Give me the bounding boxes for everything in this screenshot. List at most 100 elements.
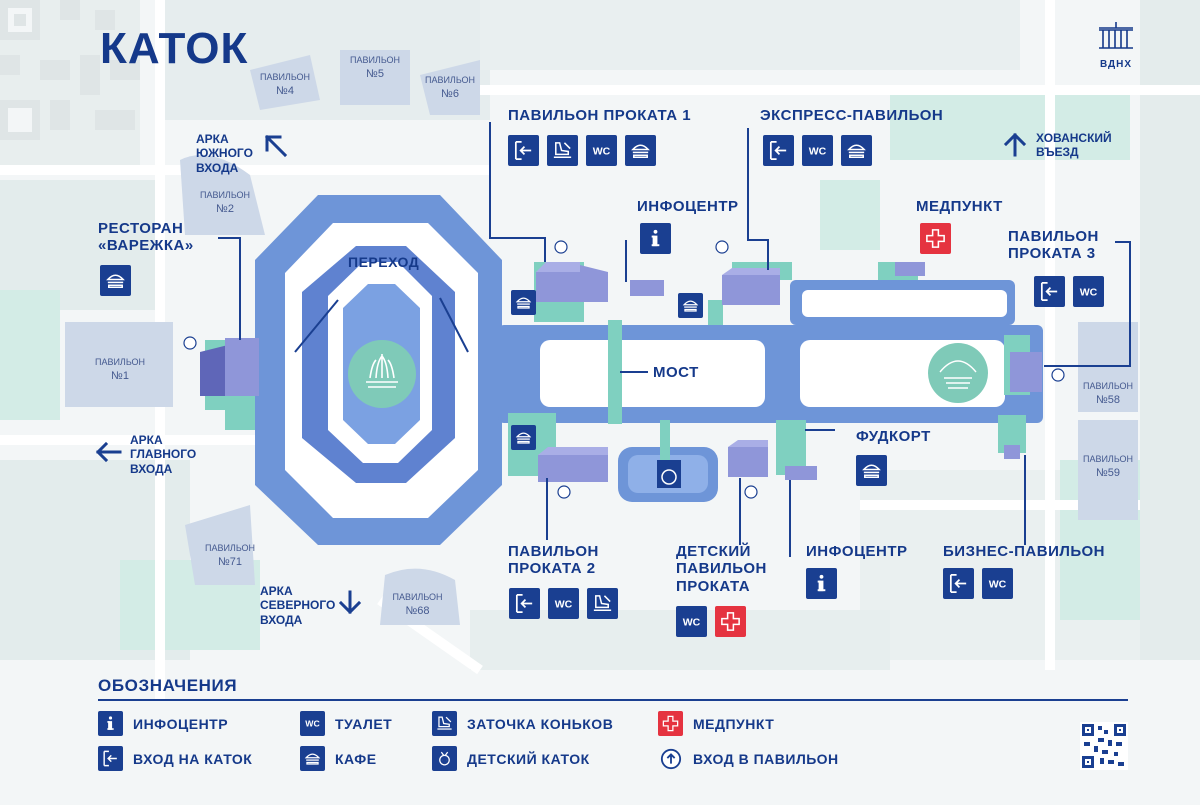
rental1-icons: WC: [508, 135, 656, 166]
skate-sharpening-icon: [587, 588, 618, 619]
restaurant-icons: [100, 265, 131, 296]
svg-text:WC: WC: [989, 578, 1007, 590]
vdnh-logo-icon: [1099, 22, 1133, 49]
cafe-near-rental2: [511, 425, 536, 450]
rink-entrance-icon: [508, 135, 539, 166]
wc-icon: WC: [300, 711, 325, 736]
perekhod-label: ПЕРЕХОД: [348, 254, 420, 270]
rink-entrance-icon: [943, 568, 974, 599]
infocenter-top-label: ИНФОЦЕНТР: [637, 198, 739, 215]
medpunkt-label: МЕДПУНКТ: [916, 198, 1003, 215]
legend-label: ВХОД В ПАВИЛЬОН: [693, 750, 839, 767]
express-label: ЭКСПРЕСС-ПАВИЛЬОН: [760, 107, 944, 124]
svg-text:WC: WC: [555, 598, 573, 610]
skate-sharpening-icon: [432, 711, 457, 736]
kids-rink-icon: [432, 746, 457, 771]
restaurant-label: РЕСТОРАН«ВАРЕЖКА»: [98, 220, 194, 255]
page-title: КАТОК: [100, 24, 249, 73]
business-label: БИЗНЕС-ПАВИЛЬОН: [943, 543, 1105, 560]
rink-entrance-icon: [509, 588, 540, 619]
legend-item-entrance: ВХОД НА КАТОК: [98, 746, 252, 771]
legend-item-sharpening: ЗАТОЧКА КОНЬКОВ: [432, 711, 613, 736]
svg-text:WC: WC: [593, 145, 611, 157]
infocenter-bottom-label: ИНФОЦЕНТР: [806, 543, 908, 560]
wc-icon: WC: [802, 135, 833, 166]
cafe-icon: [300, 746, 325, 771]
legend-item-info: ИНФОЦЕНТР: [98, 711, 228, 736]
medical-cross-icon: [658, 711, 683, 736]
info-icon: [98, 711, 123, 736]
foodcourt-label: ФУДКОРТ: [856, 428, 931, 445]
cafe-icon: [100, 265, 131, 296]
infocenter-bottom-icons: [806, 568, 837, 599]
brand-name: ВДНХ: [1099, 59, 1133, 70]
kids-pavilion-icons: WC: [676, 606, 746, 637]
wc-icon: WC: [676, 606, 707, 637]
rink-entrance-icon: [98, 746, 123, 771]
svg-text:WC: WC: [305, 719, 320, 729]
most-label: МОСТ: [653, 364, 699, 381]
pavilion-entrance-icon: [658, 746, 683, 771]
rental3-icons: WC: [1034, 276, 1104, 307]
legend-item-wc: WC ТУАЛЕТ: [300, 711, 392, 736]
wc-icon: WC: [586, 135, 617, 166]
wc-icon: WC: [1073, 276, 1104, 307]
svg-text:WC: WC: [1080, 286, 1098, 298]
legend-label: ИНФОЦЕНТР: [133, 715, 229, 732]
infocenter-top-icons: [640, 223, 671, 254]
legend-label: ТУАЛЕТ: [335, 715, 393, 732]
legend-divider: [98, 699, 1128, 701]
medical-cross-icon: [715, 606, 746, 637]
medical-cross-icon: [920, 223, 951, 254]
cafe-icon: [856, 455, 887, 486]
express-icons: WC: [763, 135, 872, 166]
cafe-icon: [678, 293, 703, 318]
medpunkt-icons: [920, 223, 951, 254]
wc-icon: WC: [548, 588, 579, 619]
main-rink: [205, 195, 1043, 545]
info-icon: [640, 223, 671, 254]
wc-icon: WC: [982, 568, 1013, 599]
info-icon: [806, 568, 837, 599]
legend-label: КАФЕ: [335, 750, 377, 767]
svg-text:WC: WC: [683, 616, 701, 628]
legend-item-cafe: КАФЕ: [300, 746, 377, 771]
legend-label: ВХОД НА КАТОК: [133, 750, 253, 767]
legend-item-kids: ДЕТСКИЙ КАТОК: [432, 746, 590, 771]
brand-logo: ВДНХ: [1093, 20, 1139, 70]
foodcourt-icons: [856, 455, 887, 486]
cafe-icon: [841, 135, 872, 166]
legend-item-pavilion-entrance: ВХОД В ПАВИЛЬОН: [658, 746, 839, 771]
svg-text:WC: WC: [809, 145, 827, 157]
cafe-near-bridge: [678, 293, 703, 318]
rink-entrance-icon: [1034, 276, 1065, 307]
pavilion-blocks: [200, 262, 1042, 482]
legend-label: ЗАТОЧКА КОНЬКОВ: [467, 715, 614, 732]
qr-decor: [0, 0, 140, 140]
rink-entrance-icon: [763, 135, 794, 166]
rental1-label: ПАВИЛЬОН ПРОКАТА 1: [508, 107, 692, 124]
cafe-near-rental1: [511, 290, 536, 315]
cafe-icon: [511, 290, 536, 315]
qr-code: [1080, 722, 1128, 770]
legend-label: ДЕТСКИЙ КАТОК: [467, 750, 590, 767]
rental2-icons: WC: [509, 588, 618, 619]
